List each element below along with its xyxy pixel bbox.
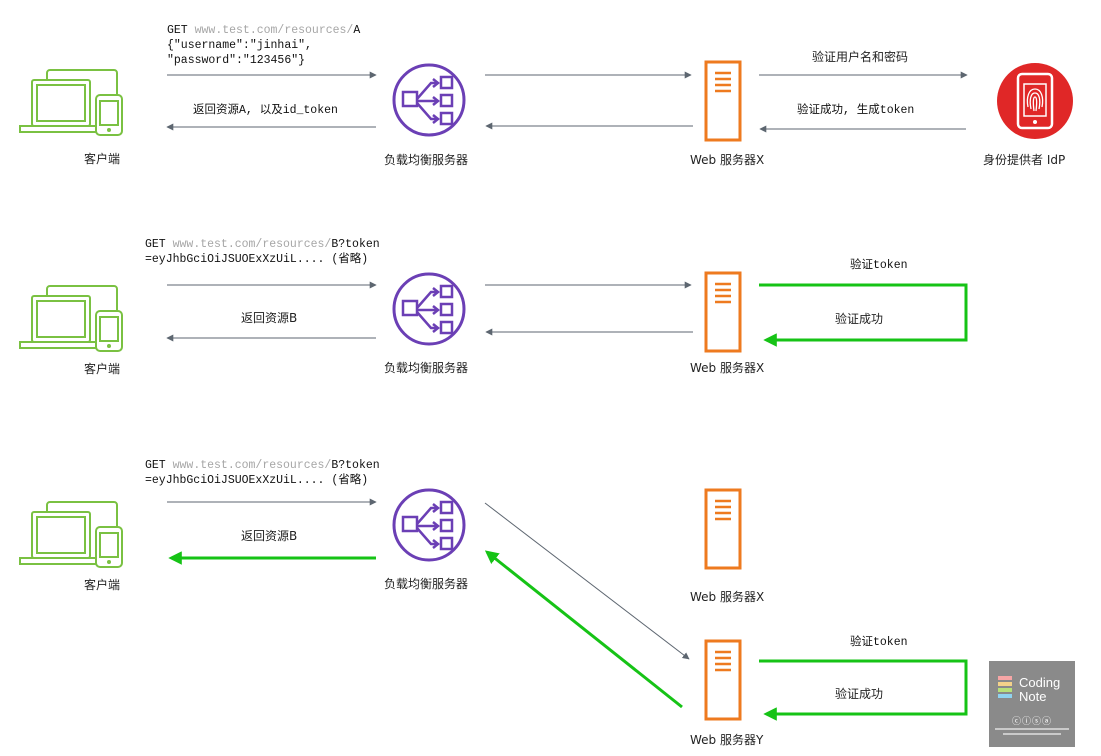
license-fine-print: [995, 728, 1069, 730]
row3: 客户端 负载均衡服务器 Web 服务器X Web 服务器Y GET www.te…: [19, 459, 968, 747]
request-resource: B?token: [331, 459, 379, 472]
verify-token-loop: [759, 659, 968, 721]
load-balancer-icon: [392, 63, 466, 137]
from-idp-label: 验证成功, 生成token: [797, 102, 914, 117]
logo-word: Coding: [1019, 675, 1061, 690]
client-label: 客户端: [84, 361, 120, 376]
verify-token-loop: [759, 283, 968, 347]
response-label: 返回资源A, 以及id_token: [193, 102, 338, 117]
request-method: GET: [145, 238, 173, 251]
request-token-line: =eyJhbGciOiJSUOExXzUiL.... (省略): [145, 472, 368, 487]
load-balancer-label: 负载均衡服务器: [384, 576, 468, 591]
client-device-icon: [19, 69, 123, 136]
client-label: 客户端: [84, 577, 120, 592]
response-label: 返回资源B: [241, 529, 297, 543]
request-method: GET: [145, 459, 173, 472]
to-idp-label: 验证用户名和密码: [812, 49, 908, 64]
request-line: GET www.test.com/resources/B?token: [145, 459, 380, 472]
server-x-icon: [704, 488, 742, 570]
request-resource: B?token: [331, 238, 379, 251]
load-balancer-label: 负载均衡服务器: [384, 152, 468, 167]
server-y-icon: [704, 639, 742, 721]
request-url: www.test.com/resources/: [173, 238, 332, 251]
route-to-server-y-arrow: [484, 502, 690, 660]
client-label: 客户端: [84, 151, 120, 166]
server-y-label: Web 服务器Y: [690, 732, 764, 747]
verified-label: 验证成功: [835, 686, 883, 701]
load-balancer-icon: [392, 272, 466, 346]
license-fine-print: [1003, 733, 1061, 735]
request-line: GET www.test.com/resources/A: [167, 24, 360, 37]
request-body-line: "password":"123456"}: [167, 54, 305, 67]
verify-label: 验证token: [850, 634, 908, 649]
request-body-line: {"username":"jinhai",: [167, 39, 312, 52]
request-method: GET: [167, 24, 195, 37]
coding-note-logo: Coding Note ⓒⓘⓢⓐ: [989, 661, 1075, 747]
request-url: www.test.com/resources/: [173, 459, 332, 472]
row1: 客户端 负载均衡服务器 Web 服务器X 身份提供者 IdP GET www.t…: [19, 24, 1075, 167]
server-x-icon: [704, 271, 742, 353]
request-line: GET www.test.com/resources/B?token: [145, 238, 380, 251]
idp-fingerprint-icon: [995, 61, 1075, 141]
load-balancer-label: 负载均衡服务器: [384, 360, 468, 375]
client-device-icon: [19, 501, 123, 568]
logo-bars-icon: [998, 676, 1012, 700]
row2: 客户端 负载均衡服务器 Web 服务器X GET www.test.com/re…: [19, 238, 968, 376]
verified-label: 验证成功: [835, 311, 883, 326]
logo-word: Note: [1019, 689, 1047, 704]
request-token-line: =eyJhbGciOiJSUOExXzUiL.... (省略): [145, 251, 368, 266]
license-icons: ⓒⓘⓢⓐ: [1011, 717, 1052, 727]
client-device-icon: [19, 285, 123, 352]
server-x-label: Web 服务器X: [690, 589, 764, 604]
load-balancer-icon: [392, 488, 466, 562]
return-from-server-y-arrow: [484, 550, 683, 709]
server-x-icon: [704, 60, 742, 142]
verify-label: 验证token: [850, 257, 908, 272]
response-label: 返回资源B: [241, 311, 297, 325]
idp-label: 身份提供者 IdP: [983, 152, 1065, 167]
server-x-label: Web 服务器X: [690, 360, 764, 375]
request-resource: A: [353, 24, 360, 37]
server-x-label: Web 服务器X: [690, 152, 764, 167]
request-url: www.test.com/resources/: [195, 24, 354, 37]
